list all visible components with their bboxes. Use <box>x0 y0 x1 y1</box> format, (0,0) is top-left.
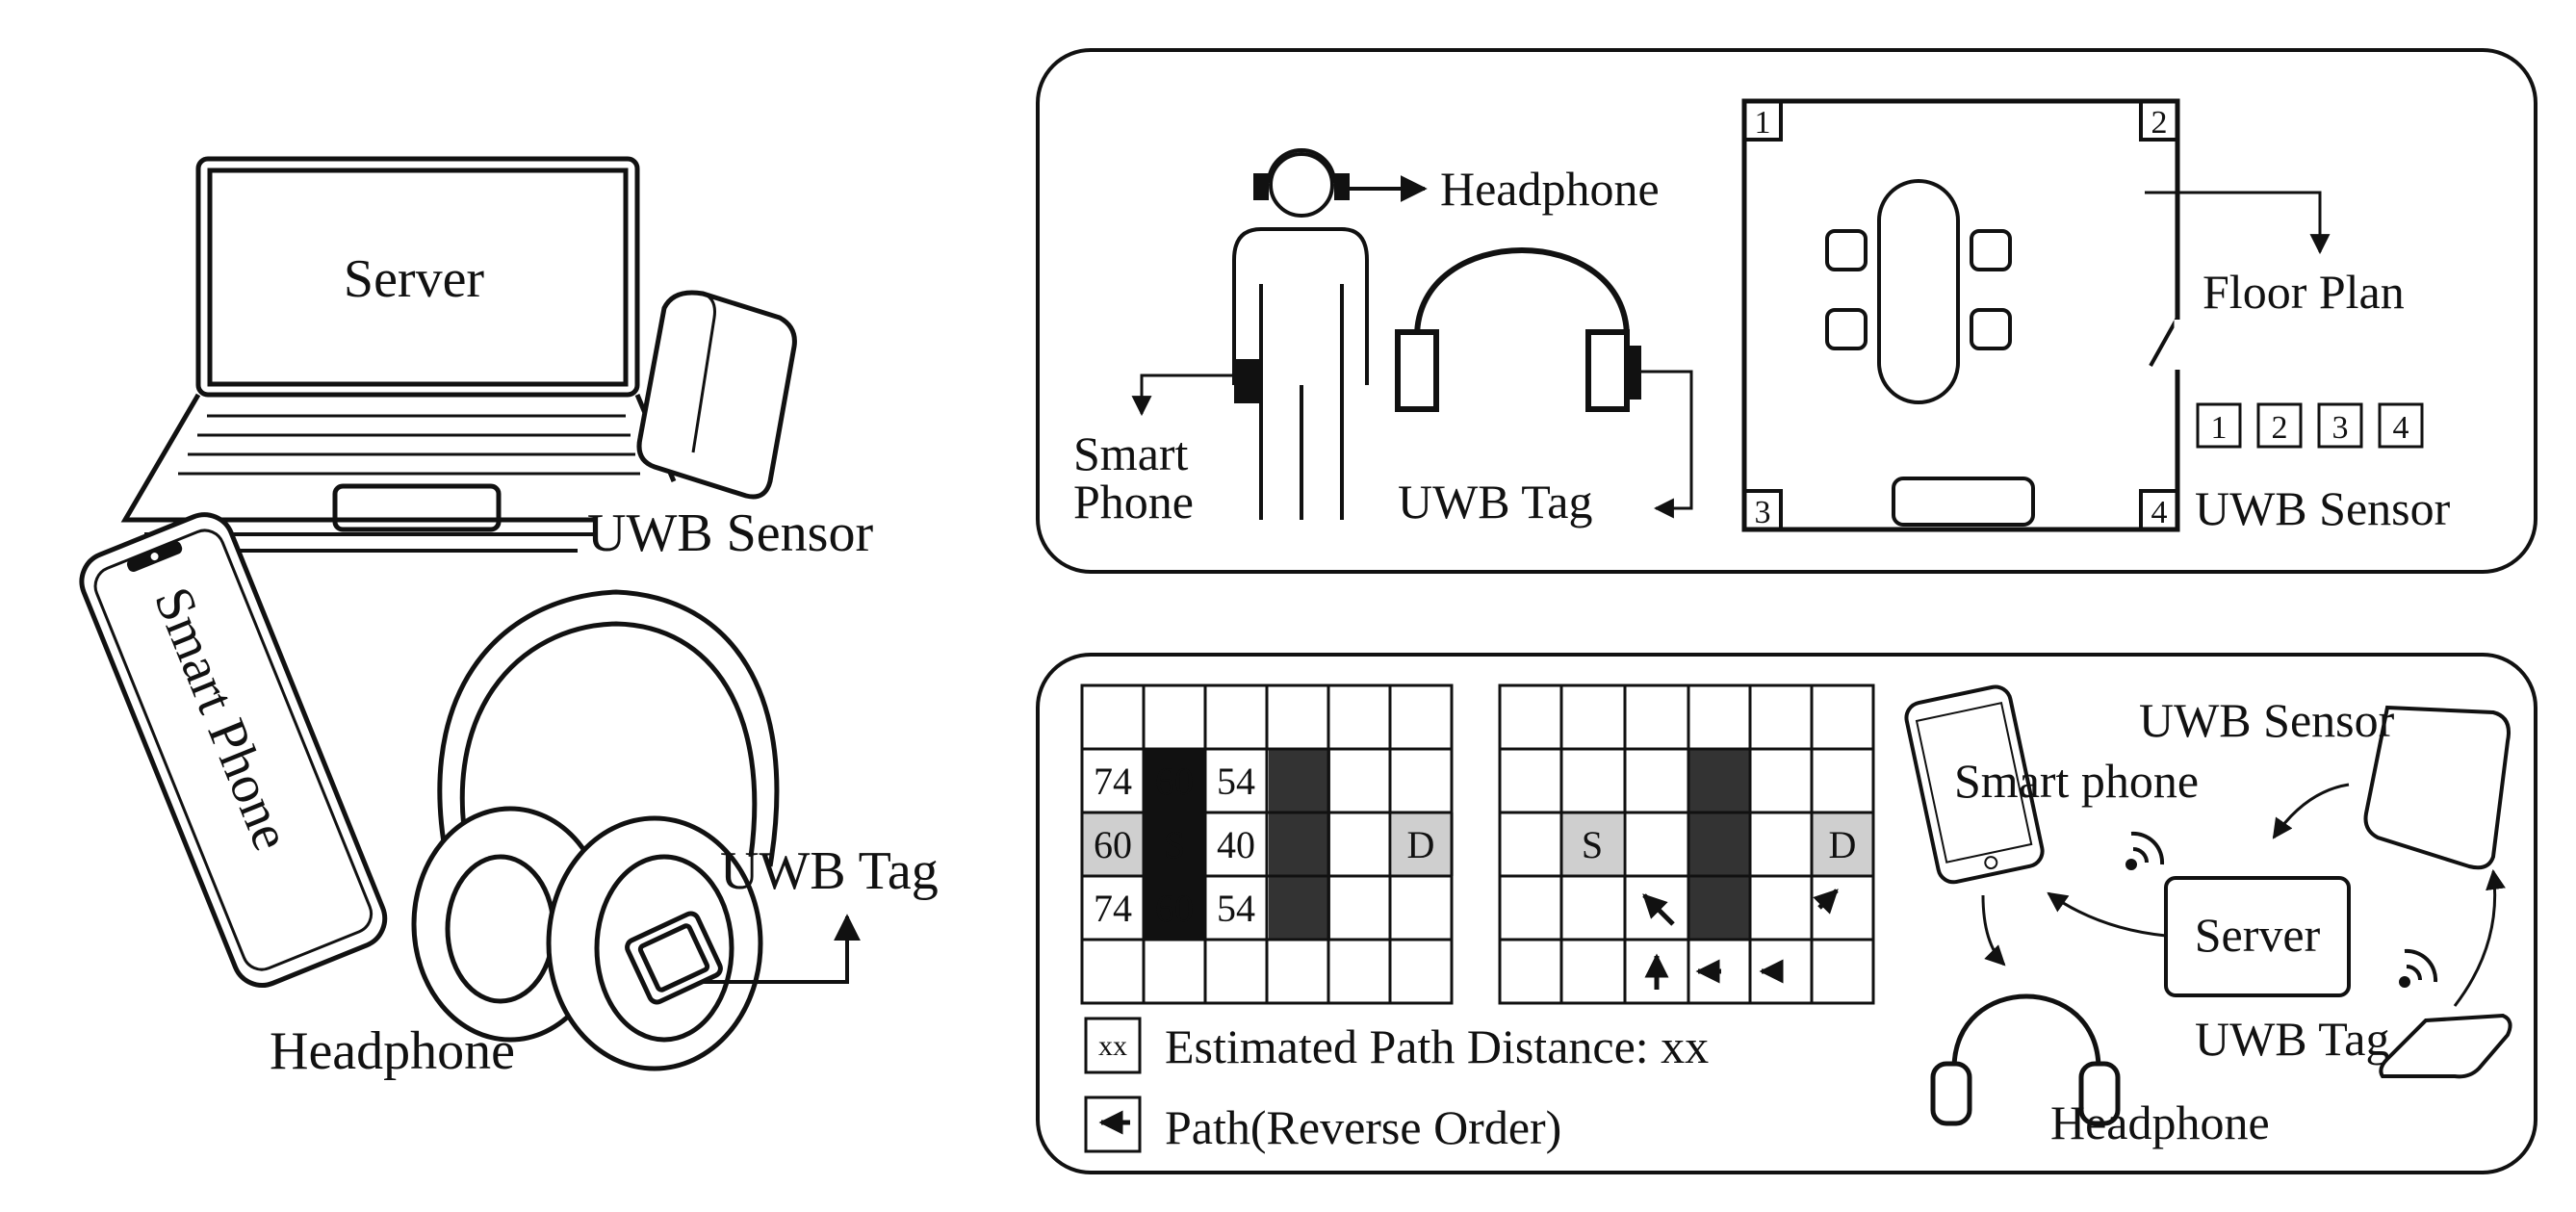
top-phone-label: Phone <box>1073 475 1194 529</box>
navigation-panel <box>1036 653 2537 1174</box>
legend-path-label: Path(Reverse Order) <box>1165 1100 1561 1154</box>
laptop-icon <box>116 156 677 553</box>
flow-uwb-tag-icon <box>2379 1013 2512 1079</box>
flow-headphone-label: Headphone <box>2050 1096 2270 1149</box>
top-headphone-icon <box>1395 247 1641 412</box>
setup-panel-frame <box>1036 48 2537 574</box>
cell-r4c1: 74 <box>1094 887 1132 930</box>
legend: xx Estimated Path Distance: xx Path(Reve… <box>1084 1017 1709 1154</box>
floor-plan <box>1741 98 2181 532</box>
sensor-box-3: 3 <box>2332 410 2349 446</box>
legend-distance-label: Estimated Path Distance: xx <box>1165 1019 1709 1073</box>
top-uwb-tag-arrow <box>1638 370 1693 519</box>
wifi-icon <box>2125 831 2165 870</box>
flow-uwb-sensor-icon <box>2363 705 2511 870</box>
distance-grid <box>1145 749 1206 940</box>
flow-headphone-icon <box>1930 993 2121 1126</box>
smart-phone-icon <box>79 512 388 988</box>
top-uwb-sensor-label: UWB Sensor <box>2195 481 2451 535</box>
cell-r4c3: 54 <box>1217 887 1255 930</box>
server-label: Server <box>344 249 485 309</box>
cell-r2c2: 60 <box>1155 760 1194 803</box>
corner-4: 4 <box>2151 495 2168 530</box>
headphone-label: Headphone <box>270 1021 515 1081</box>
setup-panel: Headphone Smart Phone UWB Tag <box>1036 48 2537 574</box>
uwb-sensor-label: UWB Sensor <box>587 503 873 563</box>
flow-server-label: Server <box>2195 908 2321 962</box>
uwb-tag-label: UWB Tag <box>720 841 939 901</box>
flow-server-box <box>2164 876 2351 997</box>
floor-plan-arrow <box>2145 191 2331 255</box>
path-dest: D <box>1829 823 1857 866</box>
system-flow: Smart phone UWB Sensor Server UWB Tag <box>1904 684 2512 1149</box>
cell-r3c3: 40 <box>1217 823 1255 866</box>
corner-1: 1 <box>1755 105 1771 141</box>
flow-arrows <box>1981 783 2506 1007</box>
cell-r2c3: 54 <box>1217 760 1255 803</box>
flow-smart-phone-label: Smart phone <box>1954 754 2199 808</box>
path-arrows <box>1642 889 1839 990</box>
uwb-tag-arrow <box>703 914 861 984</box>
keyboard-icon <box>178 414 640 476</box>
left-illustration: Server UWB Sensor Smart Phone UWB Tag <box>79 156 939 1081</box>
smart-phone-arrow <box>1131 374 1236 417</box>
sensor-box-4: 4 <box>2393 410 2409 446</box>
headphone-icon <box>411 589 780 1071</box>
floor-plan-label: Floor Plan <box>2202 265 2405 319</box>
legend-xx: xx <box>1098 1030 1127 1062</box>
cell-r2c1: 74 <box>1094 760 1132 803</box>
person-icon <box>1232 148 1369 520</box>
path-start: S <box>1582 823 1603 866</box>
corner-2: 2 <box>2151 105 2168 141</box>
flow-uwb-tag-label: UWB Tag <box>2195 1012 2390 1066</box>
flow-smart-phone-icon <box>1904 684 2045 885</box>
navigation-panel-frame <box>1036 653 2537 1174</box>
corner-3: 3 <box>1755 495 1771 530</box>
sensor-box-2: 2 <box>2272 410 2288 446</box>
uwb-sensor-icon <box>636 290 797 500</box>
cell-dest: D <box>1407 823 1435 866</box>
top-uwb-tag-label: UWB Tag <box>1398 475 1593 529</box>
distance-grid-cells: 74 60 54 60 S 40 D 74 60 54 <box>1080 683 1454 1005</box>
path-grid: S D <box>1498 683 1875 1005</box>
uwb-sensor-boxes <box>2196 402 2424 449</box>
top-smart-label: Smart <box>1073 426 1189 480</box>
top-headphone-label: Headphone <box>1440 162 1660 216</box>
cell-start: S <box>1164 823 1185 866</box>
flow-uwb-sensor-label: UWB Sensor <box>2139 693 2395 747</box>
cell-r4c2: 60 <box>1155 887 1194 930</box>
sensor-box-1: 1 <box>2211 410 2228 446</box>
tag-wifi-icon <box>2399 948 2438 988</box>
cell-r3c1: 60 <box>1094 823 1132 866</box>
